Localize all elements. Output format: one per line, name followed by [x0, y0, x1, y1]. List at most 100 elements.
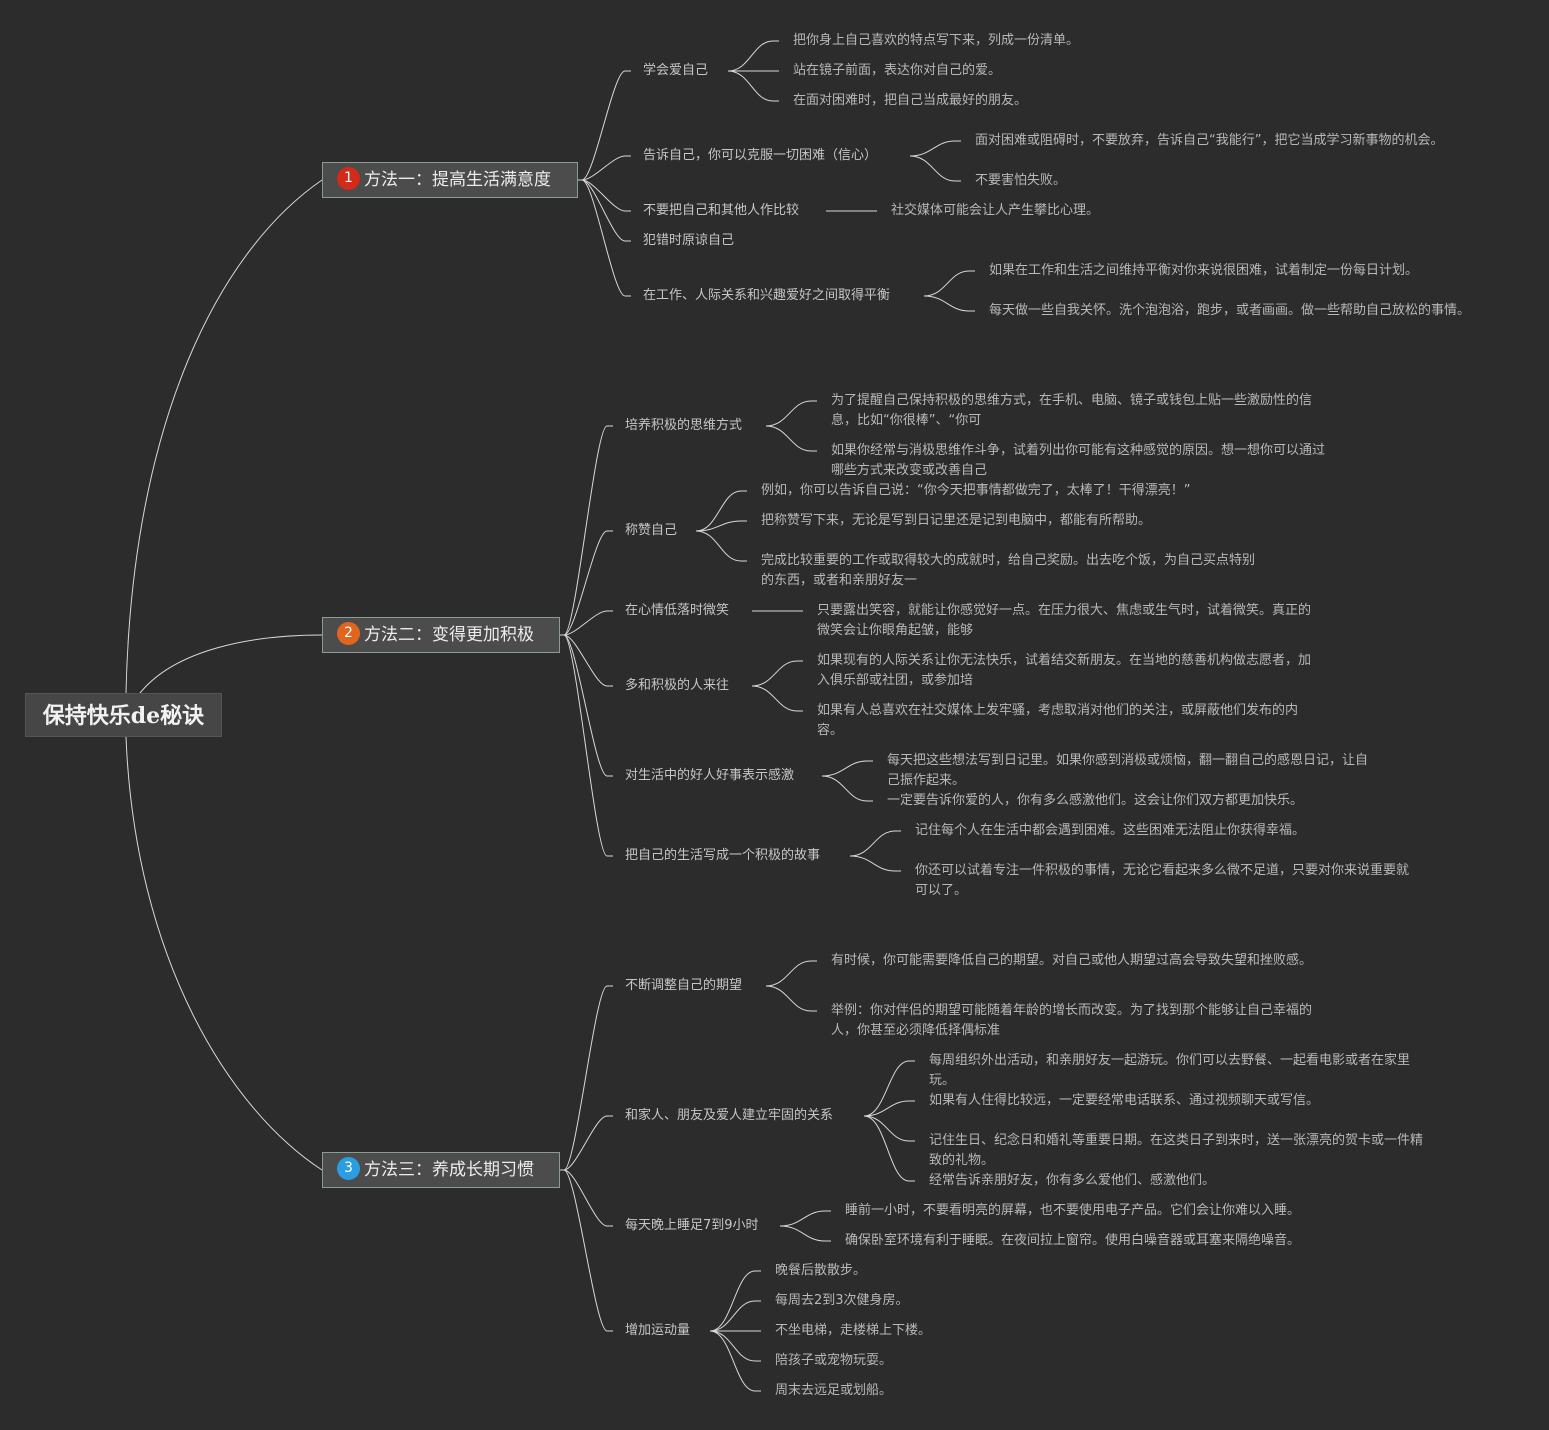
branch-link-3 [125, 736, 323, 1171]
leaf-topic-3-4-2[interactable]: 每周去2到3次健身房。 [775, 1293, 909, 1308]
leaf-topic-1-2-2[interactable]: 不要害怕失败。 [975, 173, 1067, 188]
leaf-topic-1-3-1[interactable]: 社交媒体可能会让人产生攀比心理。 [891, 203, 1100, 218]
subtopic-1-1[interactable]: 学会爱自己 [643, 63, 709, 78]
branch-title: 方法二：变得更加积极 [364, 625, 534, 645]
child-link-1-3 [578, 179, 631, 212]
leaf-topic-2-5-1[interactable]: 每天把这些想法写到日记里。如果你感到消极或烦恼，翻一翻自己的感恩日记，让自己振作… [887, 753, 1369, 788]
child-link-2-2 [560, 530, 613, 636]
subtopic-2-4[interactable]: 多和积极的人来往 [625, 678, 730, 693]
branch-title: 方法三：养成长期习惯 [364, 1160, 534, 1180]
leaf-topic-2-3-1[interactable]: 只要露出笑容，就能让你感觉好一点。在压力很大、焦虑或生气时，试着微笑。真正的微笑… [817, 603, 1312, 638]
leaf-link-2-5-1 [821, 760, 873, 777]
leaf-topic-3-4-4[interactable]: 陪孩子或宠物玩耍。 [775, 1353, 893, 1368]
branch-link-2 [139, 634, 323, 694]
number-badge-icon: 3 [337, 1157, 360, 1180]
leaf-link-3-2-4 [863, 1115, 915, 1182]
subtopic-2-3[interactable]: 在心情低落时微笑 [625, 603, 730, 618]
leaf-topic-1-1-2[interactable]: 站在镜子前面，表达你对自己的爱。 [793, 63, 1002, 78]
leaf-topic-3-3-1[interactable]: 睡前一小时，不要看明亮的屏幕，也不要使用电子产品。它们会让你难以入睡。 [845, 1203, 1301, 1218]
leaf-topic-1-1-1[interactable]: 把你身上自己喜欢的特点写下来，列成一份清单。 [793, 33, 1080, 48]
subtopic-1-3[interactable]: 不要把自己和其他人作比较 [643, 203, 800, 218]
leaf-link-2-6-2 [849, 855, 901, 872]
subtopic-3-4[interactable]: 增加运动量 [625, 1323, 691, 1338]
leaf-topic-3-2-1[interactable]: 每周组织外出活动，和亲朋好友一起游玩。你们可以去野餐、一起看电影或者在家里玩。 [929, 1053, 1411, 1088]
leaf-link-3-2-1 [863, 1060, 915, 1117]
leaf-topic-2-1-1[interactable]: 为了提醒自己保持积极的思维方式，在手机、电脑、镜子或钱包上贴一些激励性的信息，比… [831, 393, 1313, 428]
branch-link-1 [125, 179, 323, 694]
leaf-link-2-1-1 [765, 400, 817, 427]
child-link-2-1 [560, 425, 613, 636]
subtopic-2-5[interactable]: 对生活中的好人好事表示感激 [625, 768, 795, 783]
subtopic-1-5[interactable]: 在工作、人际关系和兴趣爱好之间取得平衡 [643, 288, 891, 303]
leaf-link-3-1-1 [765, 960, 817, 987]
subtopic-2-6[interactable]: 把自己的生活写成一个积极的故事 [625, 848, 821, 863]
leaf-link-3-1-2 [765, 985, 817, 1012]
child-link-3-1 [560, 985, 613, 1171]
leaf-link-1-1-3 [727, 70, 779, 102]
leaf-link-2-4-1 [751, 660, 803, 687]
leaf-topic-3-2-4[interactable]: 经常告诉亲朋好友，你有多么爱他们、感激他们。 [929, 1173, 1216, 1188]
leaf-topic-1-5-1[interactable]: 如果在工作和生活之间维持平衡对你来说很困难，试着制定一份每日计划。 [989, 263, 1419, 278]
leaf-link-2-2-2 [695, 520, 747, 532]
subtopic-3-2[interactable]: 和家人、朋友及爱人建立牢固的关系 [625, 1108, 834, 1123]
leaf-link-3-4-2 [709, 1300, 761, 1332]
subtopic-3-1[interactable]: 不断调整自己的期望 [625, 978, 743, 993]
child-link-3-4 [560, 1169, 613, 1332]
leaf-topic-3-2-3[interactable]: 记住生日、纪念日和婚礼等重要日期。在这类日子到来时，送一张漂亮的贺卡或一件精致的… [929, 1133, 1424, 1168]
leaf-topic-1-1-3[interactable]: 在面对困难时，把自己当成最好的朋友。 [793, 93, 1028, 108]
leaf-topic-2-5-2[interactable]: 一定要告诉你爱的人，你有多么感激他们。这会让你们双方都更加快乐。 [887, 793, 1304, 808]
leaf-topic-3-3-2[interactable]: 确保卧室环境有利于睡眠。在夜间拉上窗帘。使用白噪音器或耳塞来隔绝噪音。 [845, 1233, 1301, 1248]
leaf-link-3-3-1 [779, 1210, 831, 1227]
leaf-topic-2-6-2[interactable]: 你还可以试着专注一件积极的事情，无论它看起来多么微不足道，只要对你来说重要就可以… [915, 863, 1410, 898]
leaf-topic-2-2-1[interactable]: 例如，你可以告诉自己说：“你今天把事情都做完了，太棒了！干得漂亮！” [761, 483, 1191, 498]
leaf-topic-2-2-3[interactable]: 完成比较重要的工作或取得较大的成就时，给自己奖励。出去吃个饭，为自己买点特别的东… [761, 553, 1256, 588]
leaf-link-3-2-3 [863, 1115, 915, 1142]
leaf-topic-2-6-1[interactable]: 记住每个人在生活中都会遇到困难。这些困难无法阻止你获得幸福。 [915, 823, 1306, 838]
branch-title: 方法一：提高生活满意度 [364, 170, 551, 190]
number-badge-icon: 1 [337, 167, 360, 190]
subtopic-2-1[interactable]: 培养积极的思维方式 [625, 418, 743, 433]
leaf-topic-3-4-5[interactable]: 周末去远足或划船。 [775, 1383, 893, 1398]
root-topic[interactable]: 保持快乐de秘诀 [25, 693, 222, 737]
number-badge-icon: 2 [337, 622, 360, 645]
leaf-topic-2-1-2[interactable]: 如果你经常与消极思维作斗争，试着列出你可能有这种感觉的原因。想一想你可以通过哪些… [831, 443, 1326, 478]
leaf-topic-2-4-2[interactable]: 如果有人总喜欢在社交媒体上发牢骚，考虑取消对他们的关注，或屏蔽他们发布的内容。 [817, 703, 1299, 738]
child-link-2-6 [560, 634, 613, 857]
leaf-link-1-2-1 [909, 140, 961, 157]
leaf-link-1-2-2 [909, 155, 961, 182]
subtopic-3-3[interactable]: 每天晚上睡足7到9小时 [625, 1218, 759, 1233]
leaf-topic-1-5-2[interactable]: 每天做一些自我关怀。洗个泡泡浴，跑步，或者画画。做一些帮助自己放松的事情。 [989, 303, 1471, 318]
leaf-topic-3-1-2[interactable]: 举例：你对伴侣的期望可能随着年龄的增长而改变。为了找到那个能够让自己幸福的人，你… [831, 1003, 1313, 1038]
leaf-link-3-2-2 [863, 1100, 915, 1117]
leaf-topic-3-2-2[interactable]: 如果有人住得比较远，一定要经常电话联系、通过视频聊天或写信。 [929, 1093, 1320, 1108]
leaf-topic-3-1-1[interactable]: 有时候，你可能需要降低自己的期望。对自己或他人期望过高会导致失望和挫败感。 [831, 953, 1313, 968]
leaf-link-3-3-2 [779, 1225, 831, 1242]
subtopic-1-2[interactable]: 告诉自己，你可以克服一切困难（信心） [643, 148, 878, 163]
child-link-1-1 [578, 70, 631, 181]
child-link-3-2 [560, 1115, 613, 1171]
leaf-link-2-4-2 [751, 685, 803, 712]
child-link-1-5 [578, 179, 631, 297]
leaf-link-2-5-2 [821, 775, 873, 802]
child-link-3-3 [560, 1169, 613, 1227]
leaf-link-2-6-1 [849, 830, 901, 857]
leaf-link-1-5-1 [923, 270, 975, 297]
leaf-link-3-4-5 [709, 1330, 761, 1392]
leaf-link-3-4-4 [709, 1330, 761, 1362]
leaf-link-2-2-1 [695, 490, 747, 532]
subtopic-1-4[interactable]: 犯错时原谅自己 [643, 233, 735, 248]
leaf-topic-2-4-1[interactable]: 如果现有的人际关系让你无法快乐，试着结交新朋友。在当地的慈善机构做志愿者，加入俱… [817, 653, 1312, 688]
leaf-link-3-4-1 [709, 1270, 761, 1332]
leaf-topic-2-2-2[interactable]: 把称赞写下来，无论是写到日记里还是记到电脑中，都能有所帮助。 [761, 513, 1152, 528]
leaf-link-1-1-1 [727, 40, 779, 72]
subtopic-2-2[interactable]: 称赞自己 [625, 523, 678, 538]
leaf-topic-3-4-3[interactable]: 不坐电梯，走楼梯上下楼。 [775, 1323, 932, 1338]
leaf-topic-3-4-1[interactable]: 晚餐后散散步。 [775, 1263, 867, 1278]
leaf-link-2-2-3 [695, 530, 747, 562]
leaf-topic-1-2-1[interactable]: 面对困难或阻碍时，不要放弃，告诉自己“我能行”，把它当成学习新事物的机会。 [975, 133, 1444, 148]
